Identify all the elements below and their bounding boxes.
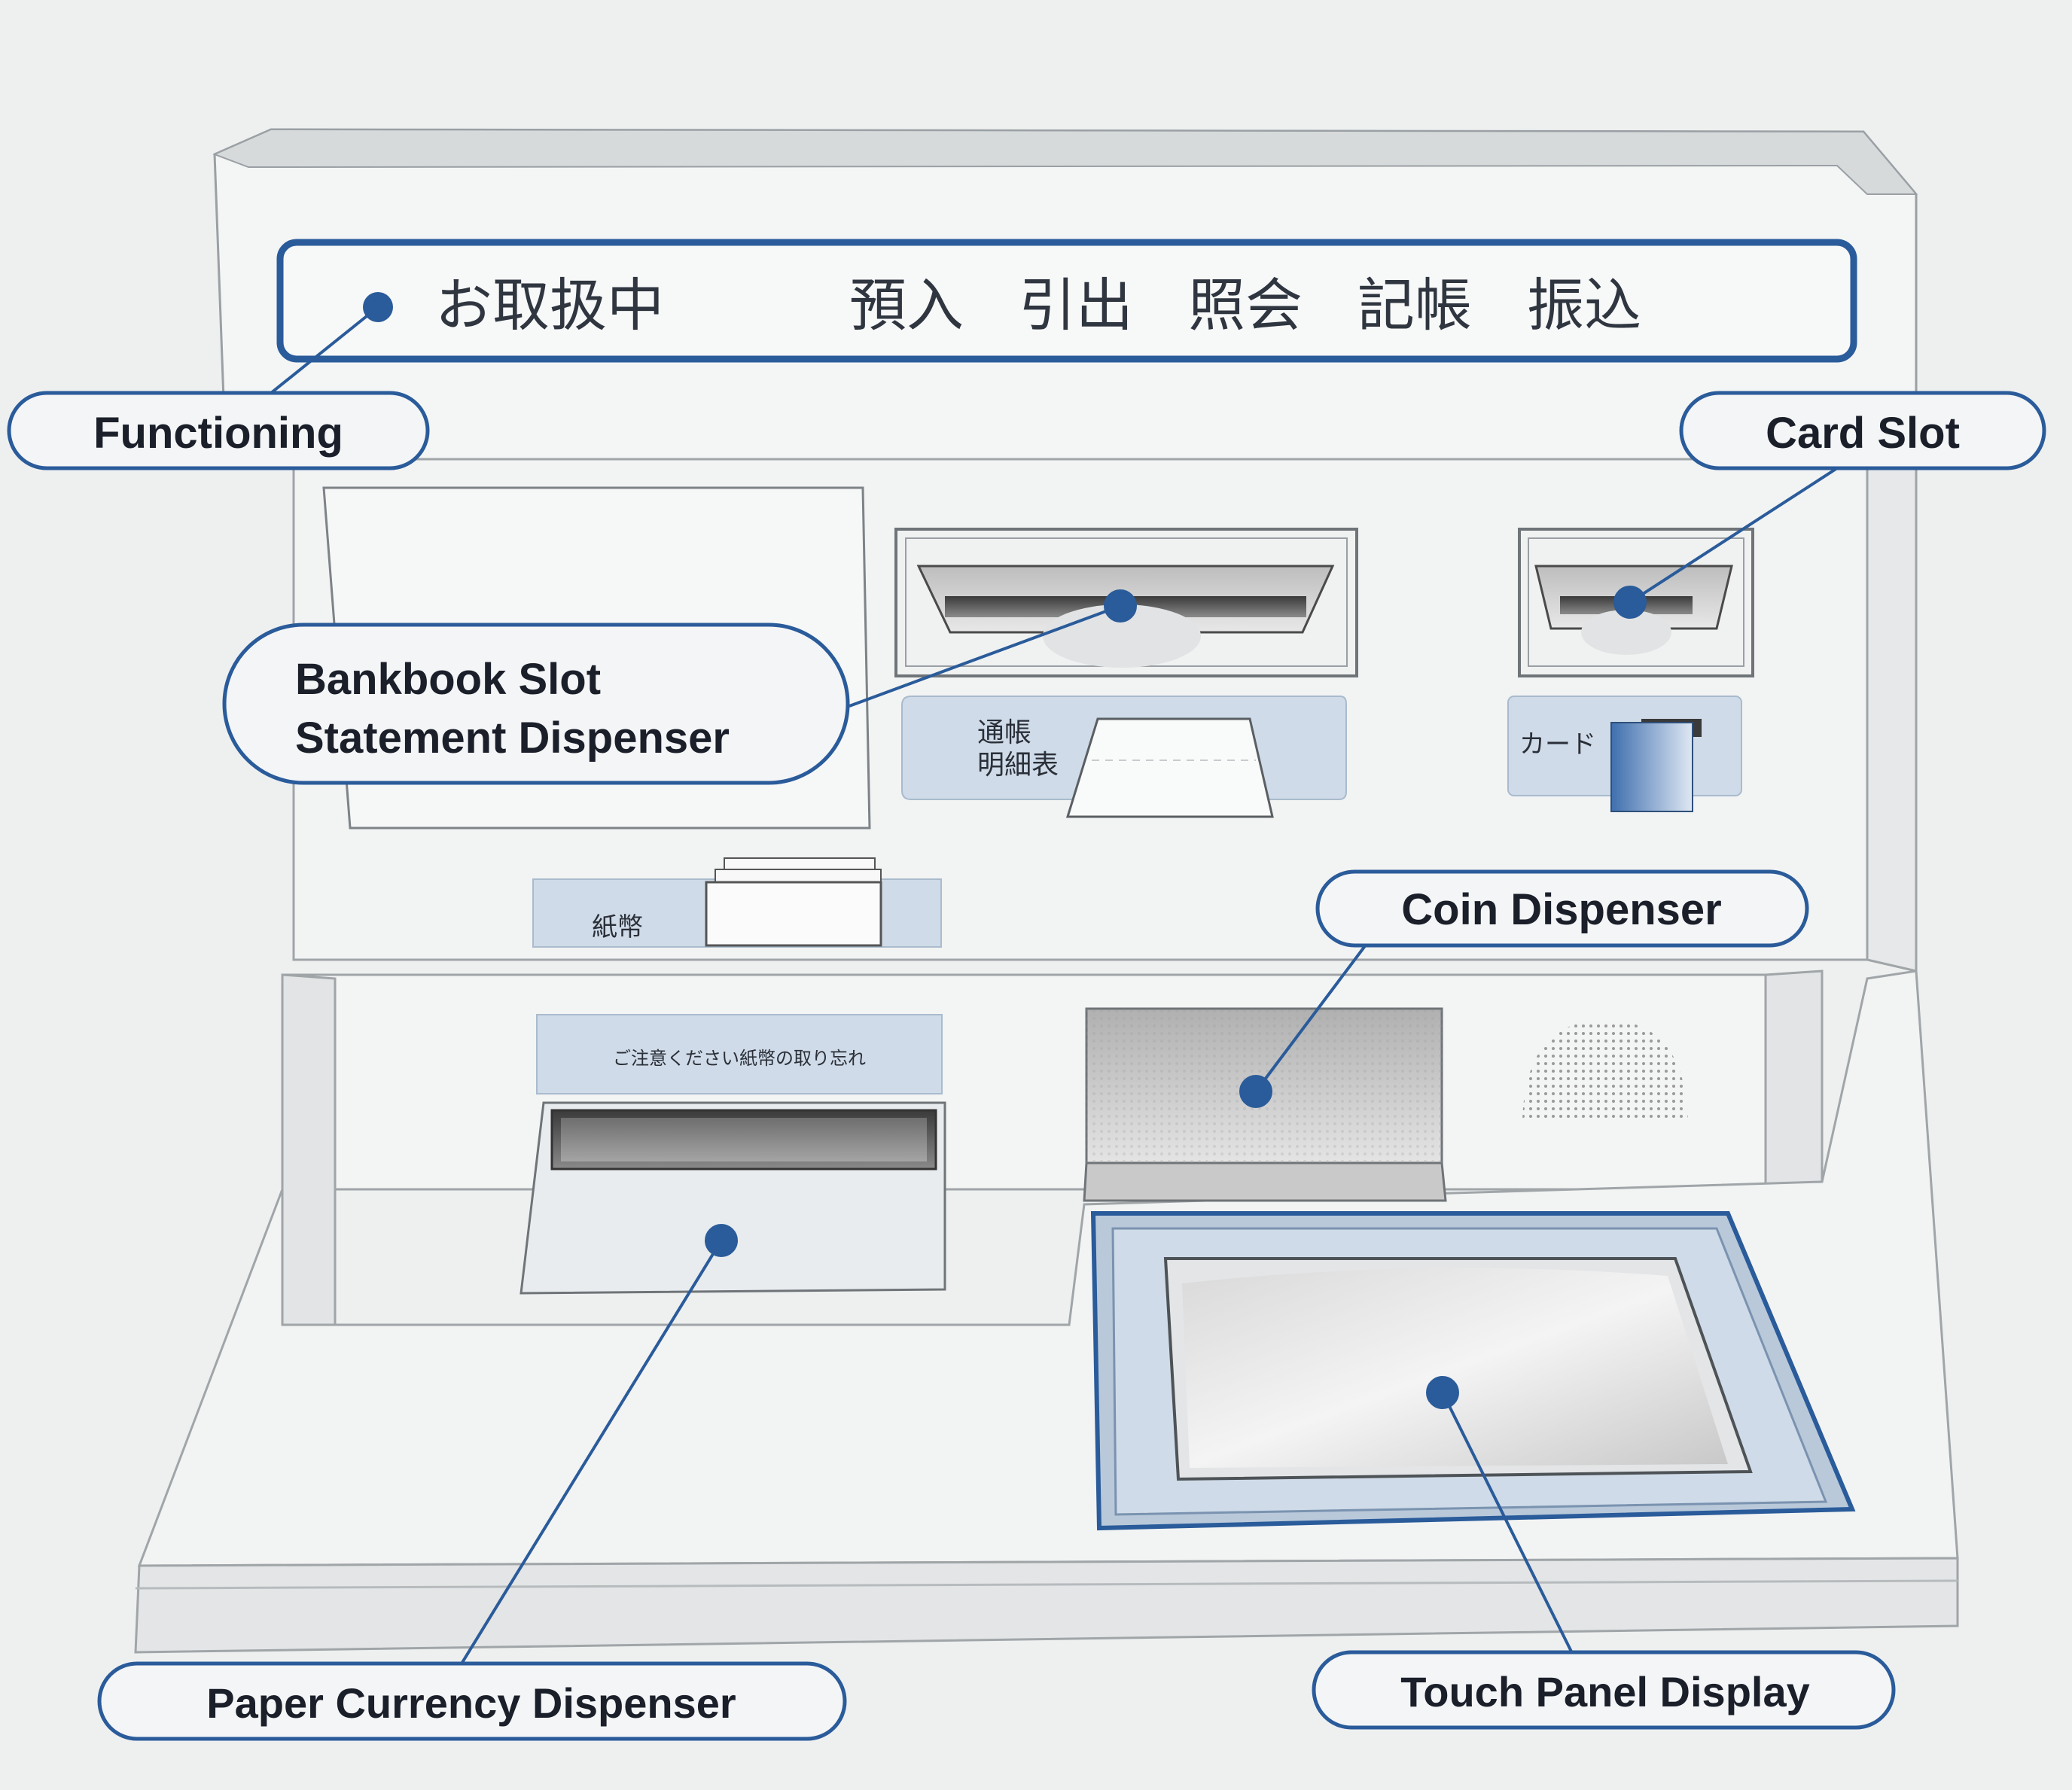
svg-text:Coin Dispenser: Coin Dispenser xyxy=(1401,885,1721,934)
service-inquiry: 照会 xyxy=(1188,272,1303,339)
bills-label-plate: 紙幣 xyxy=(532,857,942,948)
dispenser-warning-label: ご注意ください紙幣の取り忘れ xyxy=(613,1048,866,1069)
status-panel: お取扱中 預入 引出 照会 記帳 振込 xyxy=(276,239,1857,363)
service-withdraw: 引出 xyxy=(1019,272,1133,339)
svg-text:Touch Panel Display: Touch Panel Display xyxy=(1400,1668,1810,1715)
callout-coin-dispenser: Coin Dispenser xyxy=(1315,869,1809,948)
functioning-indicator-text: お取扱中 xyxy=(435,272,664,339)
svg-text:Statement Dispenser: Statement Dispenser xyxy=(295,714,730,763)
svg-text:Functioning: Functioning xyxy=(93,409,343,458)
touch-panel-display[interactable] xyxy=(1090,1211,1856,1531)
card-label: カード xyxy=(1519,729,1596,760)
statement-paper-icon xyxy=(1065,717,1274,818)
service-deposit: 預入 xyxy=(849,272,964,339)
callout-functioning: Functioning xyxy=(7,391,430,470)
bankbook-label-line1: 通帳 xyxy=(977,717,1031,748)
bankbook-label-plate: 通帳 明細表 xyxy=(901,696,1347,818)
speaker-grille xyxy=(1522,1020,1688,1122)
bankbook-label-line2: 明細表 xyxy=(977,750,1059,781)
bills-label: 紙幣 xyxy=(592,912,643,942)
card-slot[interactable] xyxy=(1518,528,1754,677)
svg-text:Card Slot: Card Slot xyxy=(1766,409,1960,458)
bills-icon xyxy=(705,881,882,947)
card-label-plate: カード xyxy=(1507,696,1742,812)
callout-card-slot: Card Slot xyxy=(1679,391,2046,470)
paper-currency-dispenser[interactable]: ご注意ください紙幣の取り忘れ xyxy=(520,1014,946,1295)
service-transfer: 振込 xyxy=(1527,272,1641,339)
callout-bankbook-slot: Bankbook Slot Statement Dispenser xyxy=(222,623,850,785)
service-passbook: 記帳 xyxy=(1357,272,1472,339)
callout-touch-panel-display: Touch Panel Display xyxy=(1312,1650,1896,1730)
svg-text:Bankbook Slot: Bankbook Slot xyxy=(295,655,601,704)
callout-paper-currency-dispenser: Paper Currency Dispenser xyxy=(97,1661,847,1741)
svg-text:Paper Currency Dispenser: Paper Currency Dispenser xyxy=(206,1679,736,1727)
callout-leaders xyxy=(270,306,1839,1669)
card-icon xyxy=(1610,722,1693,812)
